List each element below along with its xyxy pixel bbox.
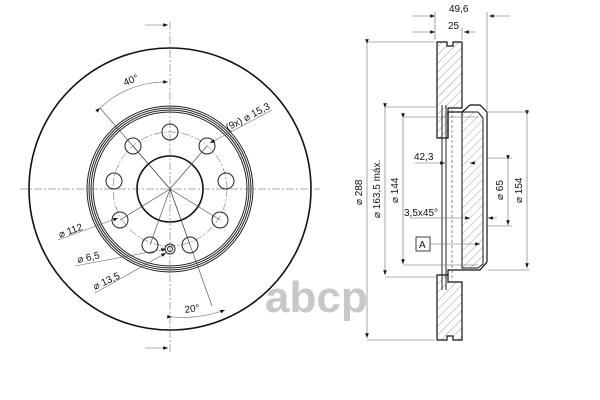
watermark-logo: abcp [265,273,368,322]
small-hole-label: ⌀ 6,5 [76,250,101,266]
datum-label: A [419,240,426,251]
hat-depth-label: 42,3 [414,152,434,163]
disc-thickness-label: 25 [448,21,460,32]
angle-20-label: 20° [184,303,201,316]
angle-40-label: 40° [122,73,140,89]
inner-diameter-label: ⌀ 144 [390,177,401,203]
small-hole-outer-label: ⌀ 13,5 [92,271,123,293]
center-bore-label: ⌀ 65 [495,180,506,200]
max-wear-diameter-label: ⌀ 163,5 máx. [372,160,383,218]
bolt-hole-label: (9x) ⌀ 15,3 [224,101,272,134]
outer-diameter-label: ⌀ 288 [354,179,365,205]
hat-diameter-label: ⌀ 154 [514,177,525,203]
section-view: 49,6 25 ⌀ 288 ⌀ 163,5 máx. ⌀ 144 42,3 3,… [354,4,530,341]
pcd-label: ⌀ 112 [57,222,84,241]
chamfer-label: 3,5x45° [404,208,438,219]
overall-width-label: 49,6 [449,4,469,15]
